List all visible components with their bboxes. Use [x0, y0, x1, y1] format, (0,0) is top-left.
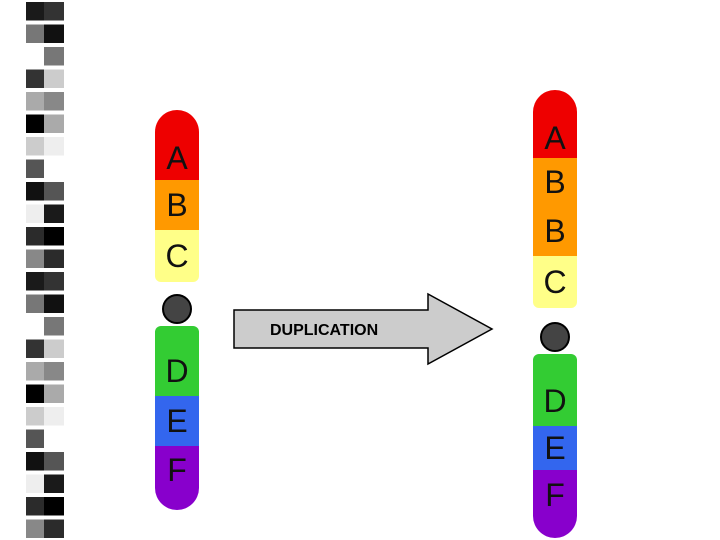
gene-label: D: [543, 383, 567, 419]
gene-label: E: [544, 430, 566, 466]
gene-segment-a: A: [155, 110, 199, 180]
gene-segment-b: B: [155, 180, 199, 230]
top-arm: A B B C: [533, 90, 577, 308]
gene-segment-c: C: [533, 256, 577, 308]
gene-label: B: [544, 164, 566, 200]
film-frame-right: [44, 339, 64, 358]
film-frame-right: [44, 114, 64, 133]
film-frame-right: [44, 272, 64, 291]
film-frame-left: [26, 384, 44, 403]
film-frame-left: [26, 227, 44, 246]
film-frame-right: [44, 249, 64, 268]
film-frame-left: [26, 137, 44, 156]
film-frame-right: [44, 92, 64, 111]
film-frame-right: [44, 384, 64, 403]
gene-label: C: [543, 264, 567, 300]
film-frame-left: [26, 429, 44, 448]
gene-segment-d: D: [533, 354, 577, 426]
film-frame-right: [44, 452, 64, 471]
film-frame-right: [44, 159, 64, 178]
film-frame-left: [26, 294, 44, 313]
film-frame-right: [44, 47, 64, 66]
film-frame-left: [26, 407, 44, 426]
film-frame-right: [44, 362, 64, 381]
film-frame-left: [26, 497, 44, 516]
duplication-arrow: DUPLICATION: [232, 292, 494, 366]
film-frame-left: [26, 339, 44, 358]
gene-label: F: [167, 452, 187, 488]
gene-label: B: [166, 187, 188, 223]
film-frame-right: [44, 2, 64, 21]
film-frame-left: [26, 519, 44, 538]
gene-label: E: [166, 403, 188, 439]
gene-segment-b: B: [533, 158, 577, 206]
film-frame-right: [44, 474, 64, 493]
film-frame-left: [26, 24, 44, 43]
film-strip-spine: [24, 0, 68, 540]
film-frame-left: [26, 47, 44, 66]
gene-label: F: [545, 477, 565, 513]
film-frame-left: [26, 452, 44, 471]
bottom-arm: D E F: [533, 354, 577, 538]
gene-segment-a: A: [533, 90, 577, 158]
gene-segment-f: F: [533, 470, 577, 538]
film-frame-left: [26, 182, 44, 201]
arrow-shape: [233, 292, 494, 366]
film-frame-right: [44, 407, 64, 426]
gene-segment-f: F: [155, 446, 199, 510]
gene-segment-e: E: [155, 396, 199, 446]
gene-label: B: [544, 213, 566, 249]
gene-segment-d: D: [155, 326, 199, 396]
film-frame-right: [44, 69, 64, 88]
film-frame-left: [26, 69, 44, 88]
film-frame-right: [44, 429, 64, 448]
gene-label: A: [544, 120, 566, 156]
film-frame-right: [44, 227, 64, 246]
gene-label: D: [165, 353, 189, 389]
film-frame-right: [44, 294, 64, 313]
film-frame-right: [44, 137, 64, 156]
gene-segment-e: E: [533, 426, 577, 470]
gene-segment-b-duplicate: B: [533, 206, 577, 256]
film-frame-right: [44, 24, 64, 43]
film-frame-left: [26, 92, 44, 111]
bottom-arm: D E F: [155, 326, 199, 510]
film-frame-left: [26, 2, 44, 21]
duplication-label: DUPLICATION: [270, 322, 379, 339]
top-arm: A B C: [155, 110, 199, 282]
film-frame-right: [44, 317, 64, 336]
film-frame-left: [26, 114, 44, 133]
gene-label: C: [165, 238, 189, 274]
film-frame-right: [44, 497, 64, 516]
film-frame-right: [44, 182, 64, 201]
film-frame-left: [26, 204, 44, 223]
centromere: [540, 322, 570, 352]
film-frame-left: [26, 159, 44, 178]
film-frame-right: [44, 519, 64, 538]
film-frame-left: [26, 362, 44, 381]
film-strip-decoration: [24, 0, 68, 540]
film-frame-left: [26, 272, 44, 291]
film-frame-left: [26, 474, 44, 493]
gene-label: A: [166, 140, 188, 176]
duplicated-chromosome: A B B C D E F: [533, 90, 577, 538]
centromere: [162, 294, 192, 324]
film-frame-left: [26, 317, 44, 336]
film-frame-left: [26, 249, 44, 268]
gene-segment-c: C: [155, 230, 199, 282]
original-chromosome: A B C D E F: [155, 110, 199, 510]
film-frame-right: [44, 204, 64, 223]
